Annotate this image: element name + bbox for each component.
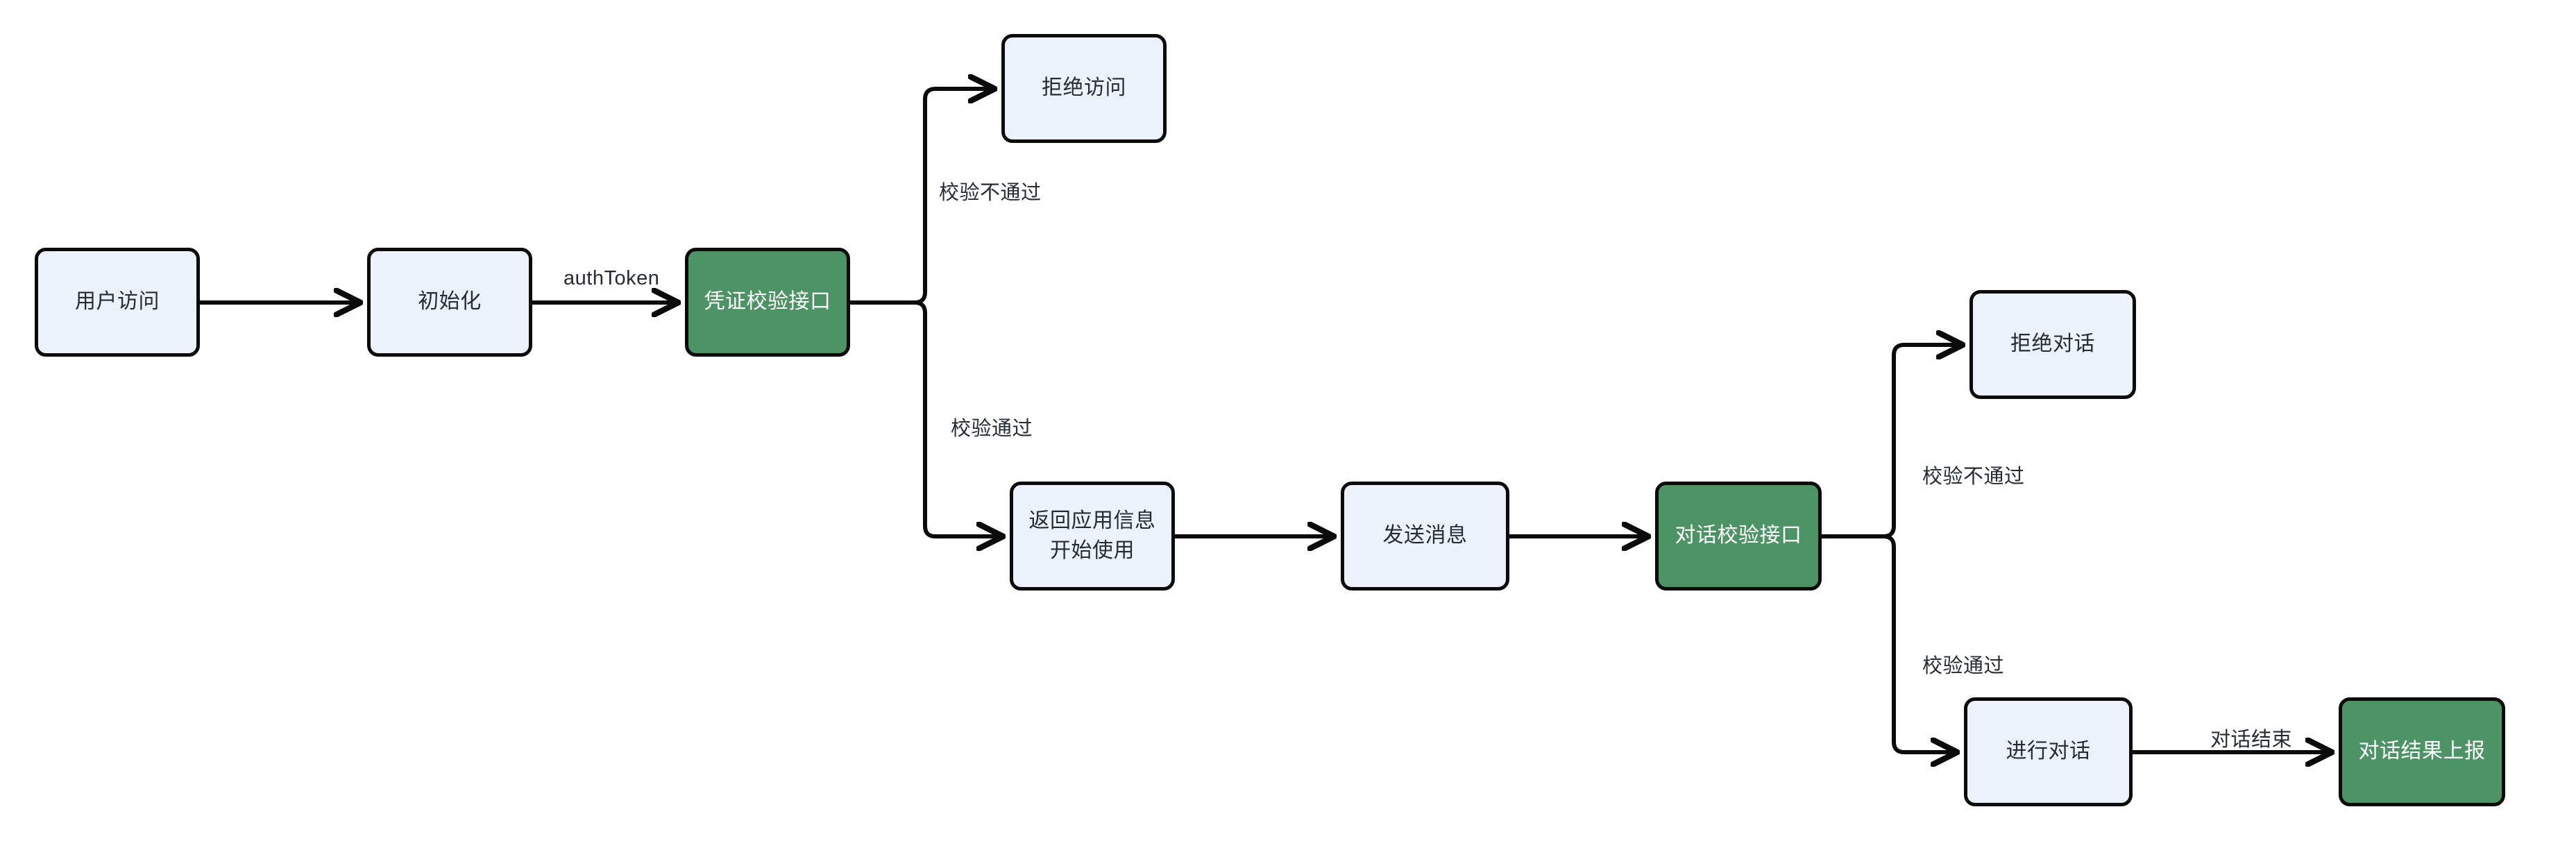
- node-return-app-info[interactable]: 返回应用信息 开始使用: [1010, 482, 1175, 591]
- edge-credential-to-return: [914, 300, 1001, 536]
- node-user-visit[interactable]: 用户访问: [35, 248, 200, 357]
- node-init-label: 初始化: [418, 290, 482, 314]
- edge-label-verify-pass-2: 校验通过: [1922, 655, 2005, 677]
- node-send-message[interactable]: 发送消息: [1341, 482, 1509, 591]
- edge-label-verify-fail-1: 校验不通过: [939, 182, 1042, 204]
- edge-label-auth-token: authToken: [564, 267, 660, 289]
- node-credential-verify-label: 凭证校验接口: [704, 290, 831, 314]
- node-do-dialog[interactable]: 进行对话: [1964, 697, 2133, 806]
- node-report-result[interactable]: 对话结果上报: [2339, 697, 2505, 806]
- edge-dialog-verify-to-do: [1883, 534, 1955, 752]
- node-credential-verify[interactable]: 凭证校验接口: [685, 248, 850, 357]
- node-dialog-verify-label: 对话校验接口: [1675, 524, 1802, 547]
- node-deny-dialog-label: 拒绝对话: [2010, 332, 2095, 356]
- node-user-visit-label: 用户访问: [75, 290, 160, 314]
- edge-label-verify-pass-1: 校验通过: [951, 418, 1033, 440]
- edge-dialog-verify-to-deny: [1883, 345, 1960, 538]
- edge-label-dialog-end: 对话结束: [2210, 729, 2293, 751]
- node-deny-access-label: 拒绝访问: [1042, 76, 1126, 100]
- node-dialog-verify[interactable]: 对话校验接口: [1655, 482, 1822, 591]
- edge-label-verify-fail-2: 校验不通过: [1922, 466, 2025, 488]
- node-deny-dialog[interactable]: 拒绝对话: [1969, 290, 2136, 399]
- node-send-message-label: 发送消息: [1382, 524, 1468, 547]
- node-return-app-info-label: 返回应用信息 开始使用: [1028, 509, 1156, 562]
- node-report-result-label: 对话结果上报: [2358, 740, 2486, 763]
- node-init[interactable]: 初始化: [367, 248, 532, 357]
- node-do-dialog-label: 进行对话: [2006, 740, 2091, 763]
- node-deny-access[interactable]: 拒绝访问: [1001, 34, 1167, 143]
